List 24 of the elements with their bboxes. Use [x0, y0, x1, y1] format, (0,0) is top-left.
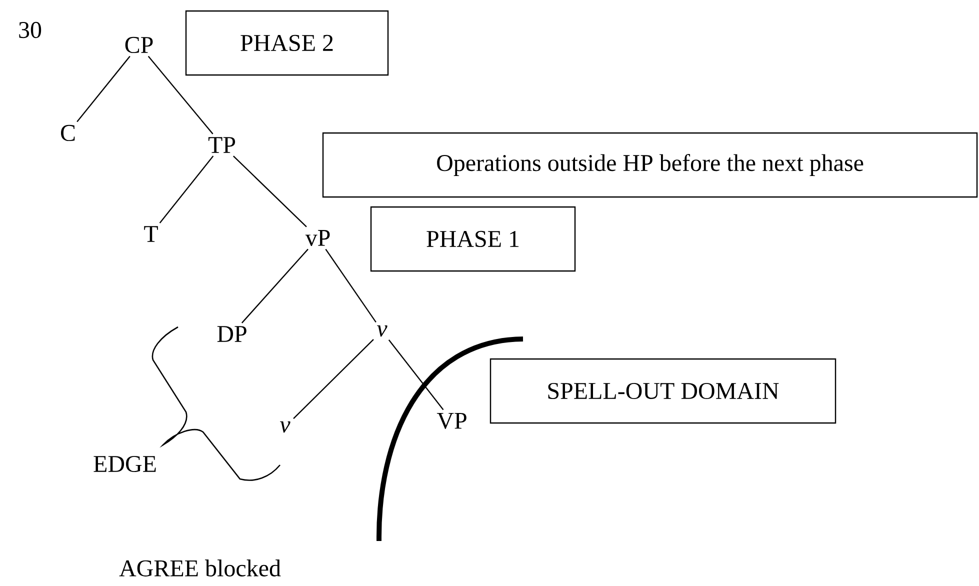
- tree-node-label: v: [377, 325, 388, 337]
- tree-node-label: VP: [436, 412, 466, 430]
- tree-branch: [159, 156, 214, 224]
- label-box: SPELL-OUT DOMAIN: [490, 358, 836, 424]
- tree-branch: [76, 56, 130, 122]
- annotation-text: AGREE blocked: [119, 560, 281, 576]
- tree-node-label: CP: [125, 36, 153, 54]
- tree-node-label: C: [60, 124, 75, 142]
- tree-branch: [388, 339, 444, 410]
- tree-branch: [233, 156, 307, 228]
- label-box: Operations outside HP before the next phase: [322, 132, 978, 198]
- tree-branch: [241, 248, 308, 324]
- tree-node-label: T: [144, 226, 158, 242]
- label-box: PHASE 2: [185, 10, 389, 76]
- annotation-text: EDGE: [94, 456, 156, 472]
- tree-branch: [293, 339, 374, 419]
- tree-node-label: vP: [305, 230, 330, 246]
- tree-node-label: TP: [208, 137, 236, 153]
- tree-node-label: DP: [217, 326, 246, 342]
- label-box: PHASE 1: [370, 206, 576, 272]
- tree-branch: [148, 56, 214, 134]
- tree-branch: [325, 248, 376, 323]
- example-number: 30: [19, 22, 42, 38]
- tree-node-label: v: [280, 421, 290, 433]
